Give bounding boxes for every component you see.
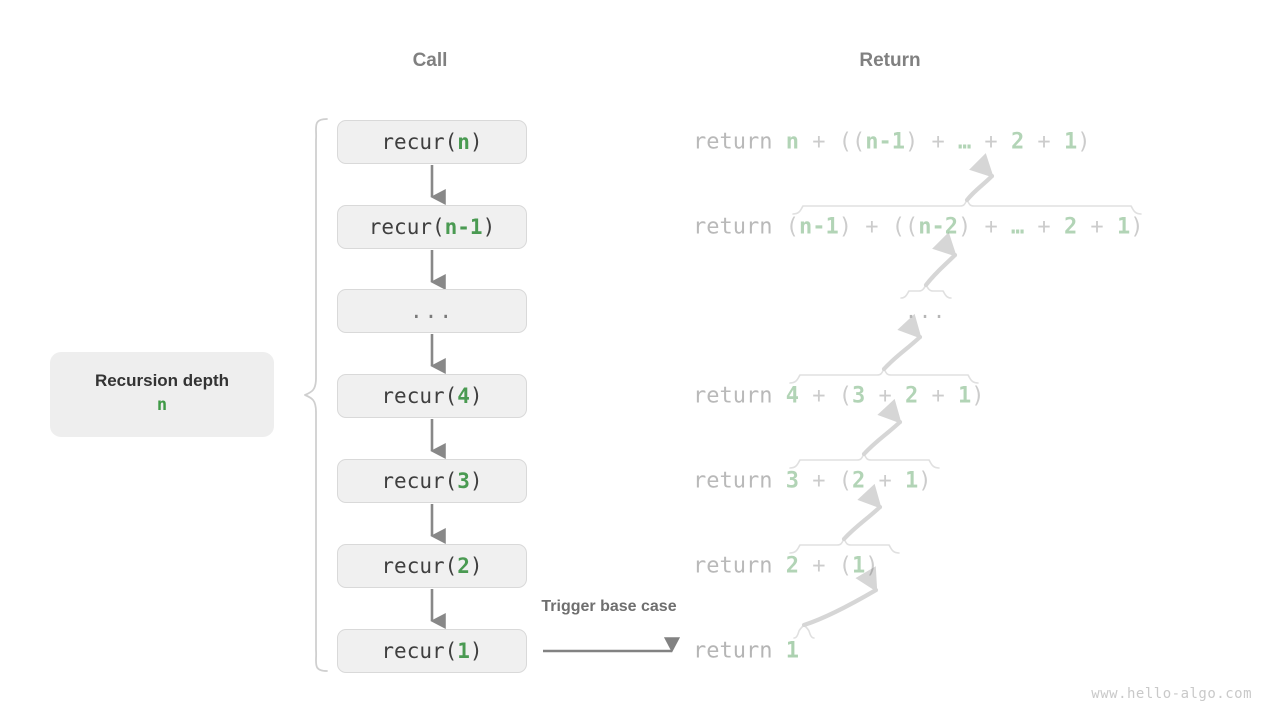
call-suffix: ) <box>469 639 483 663</box>
return-term: 3 <box>785 468 799 494</box>
return-line-return-n-1: return (n-1) + ((n-2) + … + 2 + 1) <box>693 215 1143 240</box>
return-operator: + ( <box>798 383 852 409</box>
return-term: … <box>957 129 972 155</box>
return-operator: + <box>971 129 1011 155</box>
return-term: 1 <box>1063 129 1078 155</box>
call-argument: 1 <box>457 639 470 663</box>
call-box-recur-3: recur(3) <box>337 459 527 503</box>
return-operator: + <box>865 383 905 409</box>
return-operator: ) <box>971 383 985 409</box>
recursion-depth-brace <box>304 118 328 672</box>
column-header-call: Call <box>412 50 448 71</box>
return-operator: ) <box>1130 214 1144 240</box>
return-expression: (n-1) + ((n-2) + … + 2 + 1) <box>786 215 1144 240</box>
return-line-return-3: return 3 + (2 + 1) <box>693 469 931 494</box>
return-operator: + <box>1077 214 1117 240</box>
return-operator: + ( <box>798 468 852 494</box>
return-term: … <box>1010 214 1025 240</box>
call-argument: 2 <box>457 554 470 578</box>
call-box-recur-n-1: recur(n-1) <box>337 205 527 249</box>
return-line-return-1: return 1 <box>693 639 799 664</box>
return-expression: n + ((n-1) + … + 2 + 1) <box>786 130 1091 155</box>
return-term: 2 <box>1063 214 1078 240</box>
return-operator: ) <box>918 468 932 494</box>
return-keyword: return <box>693 129 786 155</box>
return-term: n <box>785 129 799 155</box>
call-argument: n-1 <box>444 215 483 239</box>
call-argument: 4 <box>457 384 470 408</box>
call-box-recur-1: recur(1) <box>337 629 527 673</box>
return-operator: ) + <box>957 214 1011 240</box>
return-operator: ) + (( <box>838 214 919 240</box>
call-prefix: recur( <box>381 554 458 578</box>
return-term: n-2 <box>918 214 958 240</box>
return-line-return-2: return 2 + (1) <box>693 554 878 579</box>
call-prefix: recur( <box>381 130 458 154</box>
return-line-return-4: return 4 + (3 + 2 + 1) <box>693 384 984 409</box>
call-prefix: recur( <box>381 469 458 493</box>
return-term: 1 <box>957 383 972 409</box>
return-expression: 4 + (3 + 2 + 1) <box>786 384 985 409</box>
return-operator: + <box>1024 129 1064 155</box>
call-suffix: ) <box>482 215 496 239</box>
return-keyword: return <box>693 638 786 664</box>
call-suffix: ) <box>469 130 483 154</box>
call-box-recur-2: recur(2) <box>337 544 527 588</box>
return-operator: + <box>918 383 958 409</box>
call-suffix: ) <box>469 469 483 493</box>
return-keyword: return <box>693 553 786 579</box>
call-suffix: ) <box>469 554 483 578</box>
return-term: 1 <box>785 638 799 664</box>
return-line-return-n: return n + ((n-1) + … + 2 + 1) <box>693 130 1090 155</box>
recursion-depth-value: n <box>156 395 168 416</box>
return-operator: ) <box>1077 129 1091 155</box>
call-prefix: recur( <box>381 639 458 663</box>
call-suffix: ) <box>469 384 483 408</box>
return-ellipsis: ... <box>904 299 948 323</box>
call-argument: 3 <box>457 469 470 493</box>
return-term: 1 <box>1116 214 1131 240</box>
return-expression: 1 <box>786 639 799 664</box>
call-prefix: recur( <box>368 215 445 239</box>
return-expression: 2 + (1) <box>786 554 879 579</box>
watermark: www.hello-algo.com <box>1091 686 1252 702</box>
return-operator: ) + <box>904 129 958 155</box>
return-operator: ( <box>785 214 799 240</box>
return-operator: + (( <box>798 129 866 155</box>
return-operator: + ( <box>798 553 852 579</box>
trigger-base-case-label: Trigger base case <box>541 598 677 615</box>
recursion-depth-box: Recursion depth n <box>50 352 274 437</box>
return-term: n-1 <box>798 214 839 240</box>
return-term: 2 <box>785 553 799 579</box>
return-keyword: return <box>693 383 786 409</box>
call-box-ellipsis: ... <box>337 289 527 333</box>
return-term: 3 <box>851 383 866 409</box>
call-prefix: recur( <box>381 384 458 408</box>
return-operator: ) <box>865 553 879 579</box>
return-term: 2 <box>851 468 866 494</box>
return-term: 2 <box>1010 129 1025 155</box>
return-expression: 3 + (2 + 1) <box>786 469 932 494</box>
call-box-ellipsis-text: ... <box>410 299 454 323</box>
recursion-depth-title: Recursion depth <box>94 371 230 391</box>
return-term: n-1 <box>865 129 905 155</box>
call-box-recur-n: recur(n) <box>337 120 527 164</box>
return-term: 2 <box>904 383 919 409</box>
return-operator: + <box>865 468 905 494</box>
return-keyword: return <box>693 468 786 494</box>
return-term: 1 <box>851 553 866 579</box>
call-box-recur-4: recur(4) <box>337 374 527 418</box>
call-argument: n <box>457 130 470 154</box>
return-operator: + <box>1024 214 1064 240</box>
column-header-return: Return <box>859 50 921 71</box>
return-keyword: return <box>693 214 786 240</box>
return-term: 1 <box>904 468 919 494</box>
return-term: 4 <box>785 383 799 409</box>
